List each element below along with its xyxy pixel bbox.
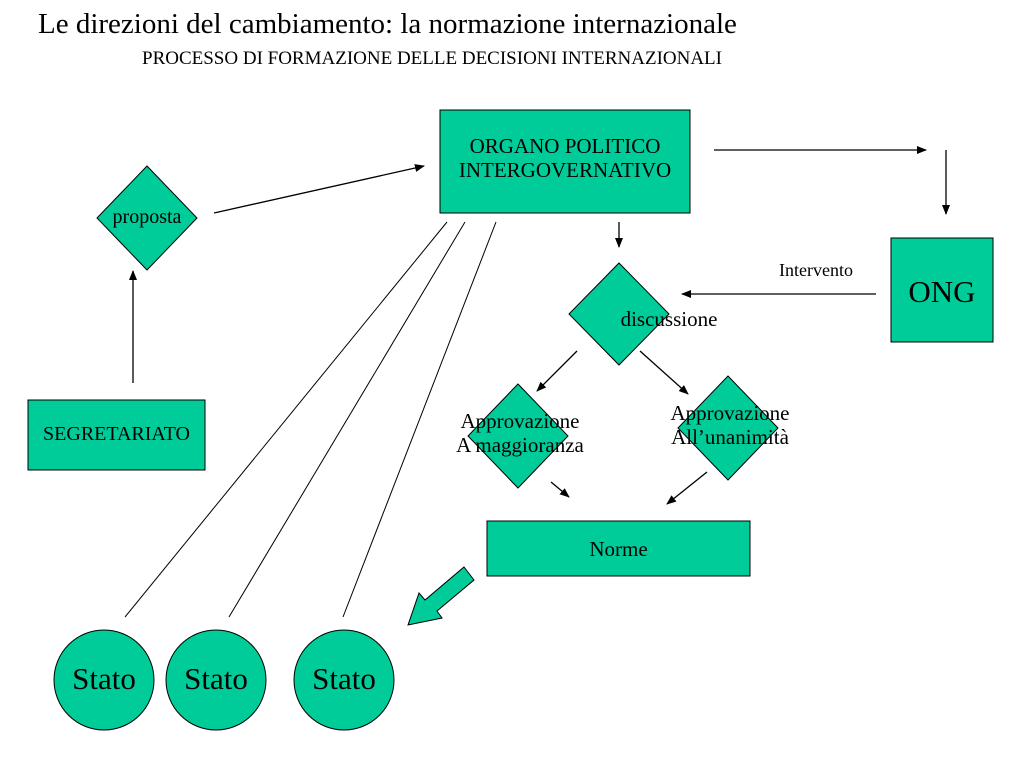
maggioranza-diamond [467, 383, 569, 489]
stato-label-1: Stato [72, 661, 136, 696]
ong-label: ONG [908, 274, 976, 309]
page-title: Le direzioni del cambiamento: la normazi… [38, 8, 737, 40]
arrow-discussione-unanimita [639, 350, 689, 395]
organo-box [439, 109, 691, 214]
stato-label-2: Stato [184, 661, 248, 696]
stato-circle-1 [53, 629, 155, 731]
arrow-unanimita-norme [666, 471, 708, 505]
stato-circle-2 [165, 629, 267, 731]
unanimita-label: Approvazione All’unanimità [642, 401, 818, 449]
proposta-label: proposta [112, 206, 182, 228]
arrow-maggioranza-norme [550, 481, 570, 498]
line-organo-stato-1 [124, 221, 448, 618]
ong-box [890, 237, 994, 343]
organo-label-line2: INTERGOVERNATIVO [458, 158, 672, 183]
unanimita-diamond [677, 375, 779, 481]
arrow-proposta-organo [213, 164, 425, 214]
discussione-label: discussione [620, 307, 718, 331]
segretariato-label: SEGRETARIATO [43, 423, 190, 445]
norme-label: Norme [589, 537, 648, 561]
maggioranza-label-line1: Approvazione [460, 409, 580, 433]
organo-label-line1: ORGANO POLITICO [469, 134, 661, 158]
unanimita-label-line1: Approvazione [670, 401, 790, 425]
norme-to-stati-arrow [407, 566, 475, 626]
stato-circle-3 [293, 629, 395, 731]
segretariato-box [27, 399, 206, 471]
line-organo-stato-3 [342, 221, 497, 618]
page-subtitle: PROCESSO DI FORMAZIONE DELLE DECISIONI I… [142, 48, 722, 69]
organo-label: ORGANO POLITICO INTERGOVERNATIVO [440, 134, 690, 182]
proposta-diamond [96, 165, 198, 271]
stato-label-3: Stato [312, 661, 376, 696]
unanimita-label-line2: All’unanimità [671, 425, 789, 450]
maggioranza-label-line2: A maggioranza [456, 433, 584, 458]
maggioranza-label: Approvazione A maggioranza [432, 409, 608, 457]
discussione-diamond [568, 262, 670, 366]
intervento-label: Intervento [779, 260, 853, 280]
norme-box [486, 520, 751, 577]
line-organo-stato-2 [228, 221, 466, 618]
arrow-discussione-maggioranza [536, 350, 578, 392]
